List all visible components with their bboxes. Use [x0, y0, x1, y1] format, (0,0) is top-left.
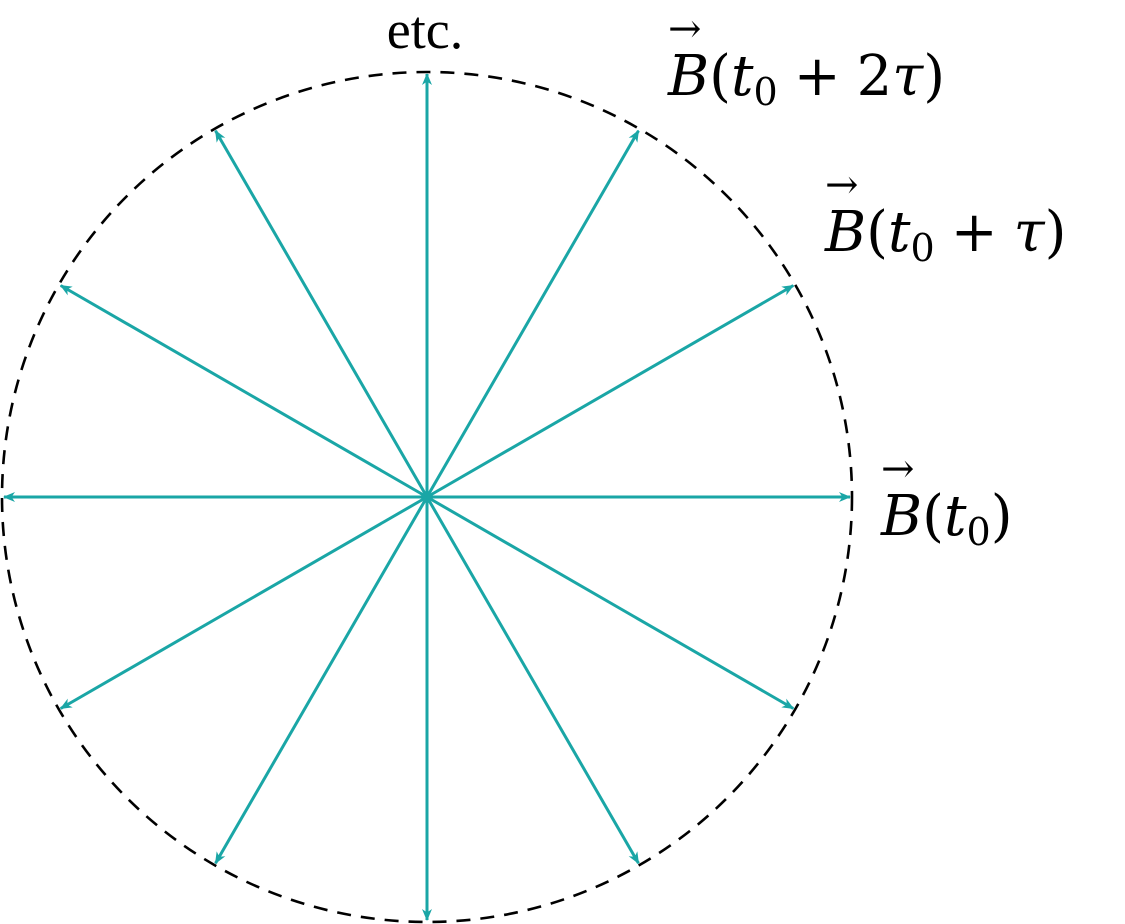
arrow-accent: → [825, 162, 859, 208]
field-vector-arrow [426, 284, 795, 499]
label-b-t0-plus-tau: → B(t0+τ) [824, 162, 1066, 270]
field-vector-arrow [426, 495, 795, 710]
svg-text:B(t0+τ): B(t0+τ) [824, 200, 1066, 270]
field-vector-arrow [59, 284, 428, 499]
svg-text:B(t0+2τ): B(t0+2τ) [667, 44, 945, 114]
label-b-t0: → B(t0) [880, 446, 1013, 554]
field-vector-arrow [214, 496, 429, 865]
field-vectors [3, 73, 851, 921]
dashed-circle [0, 70, 854, 924]
arrow-accent: → [881, 446, 915, 492]
field-vector-arrow [425, 129, 640, 498]
svg-text:B(t0): B(t0) [880, 484, 1013, 554]
arrow-accent: → [668, 6, 702, 52]
etc-label: etc. [387, 0, 463, 60]
field-vector-arrow [214, 129, 429, 498]
field-vector-arrow [59, 495, 428, 710]
label-b-t0-plus-2tau: → B(t0+2τ) [667, 6, 945, 114]
field-vector-arrow [425, 496, 640, 865]
